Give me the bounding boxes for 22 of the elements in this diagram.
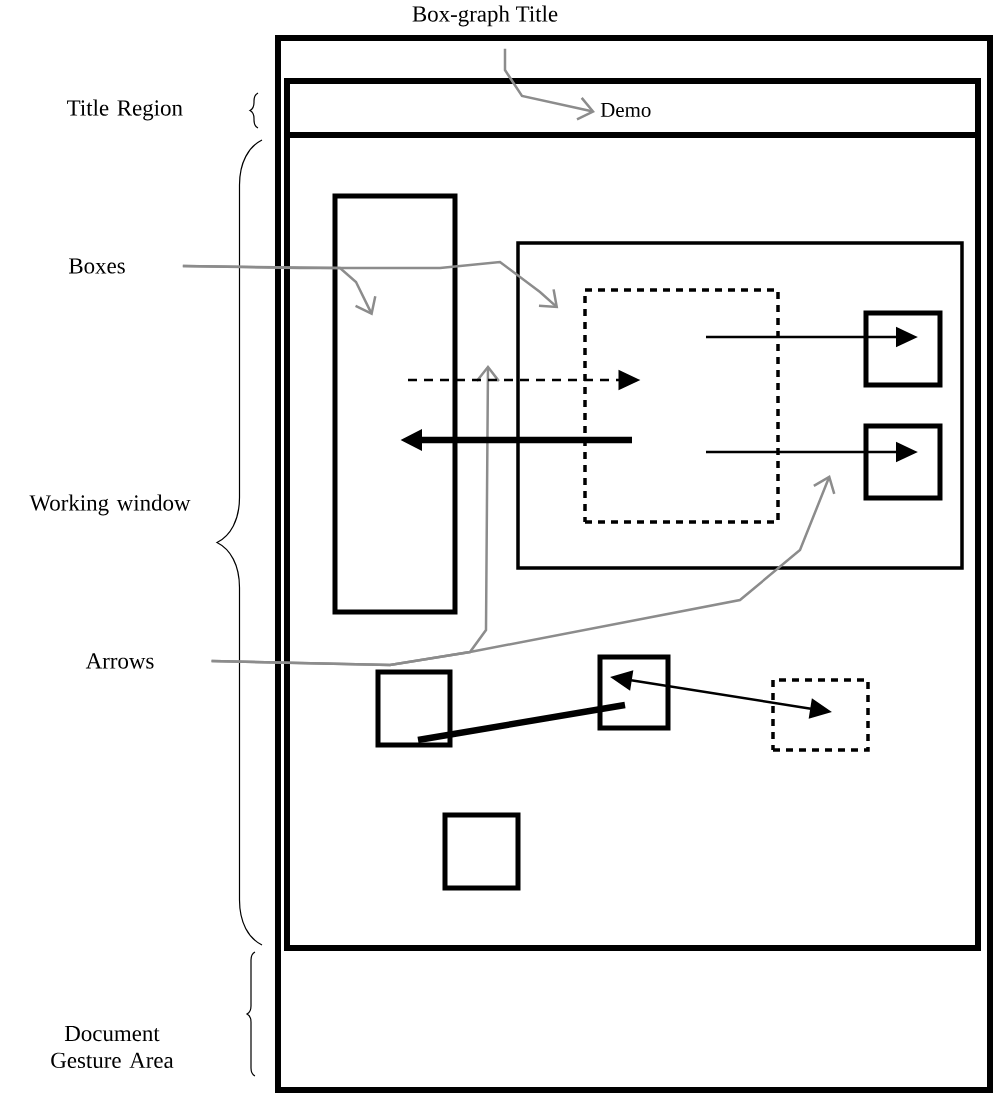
callout-label: Arrows bbox=[85, 653, 154, 669]
line bbox=[417, 701, 626, 744]
window-frame bbox=[284, 132, 981, 951]
region-label: Document Gesture Area bbox=[51, 1025, 174, 1069]
box bbox=[597, 654, 671, 731]
region-label: Working window bbox=[29, 494, 191, 516]
box bbox=[863, 310, 943, 388]
leader-line bbox=[503, 48, 595, 121]
region-label: Title Region bbox=[67, 99, 183, 121]
box bbox=[863, 423, 943, 501]
leader-line bbox=[182, 260, 559, 309]
box bbox=[442, 812, 521, 891]
device-frame bbox=[275, 35, 993, 1093]
dashed-box bbox=[771, 678, 870, 752]
box bbox=[516, 241, 964, 570]
leader-line bbox=[211, 475, 836, 667]
callout-label: Boxes bbox=[69, 258, 125, 274]
title-bar: Demo bbox=[284, 78, 981, 138]
box bbox=[332, 193, 458, 615]
callout-label: Box-graph Title bbox=[412, 5, 558, 27]
box bbox=[375, 669, 453, 748]
dashed-box bbox=[583, 288, 780, 524]
